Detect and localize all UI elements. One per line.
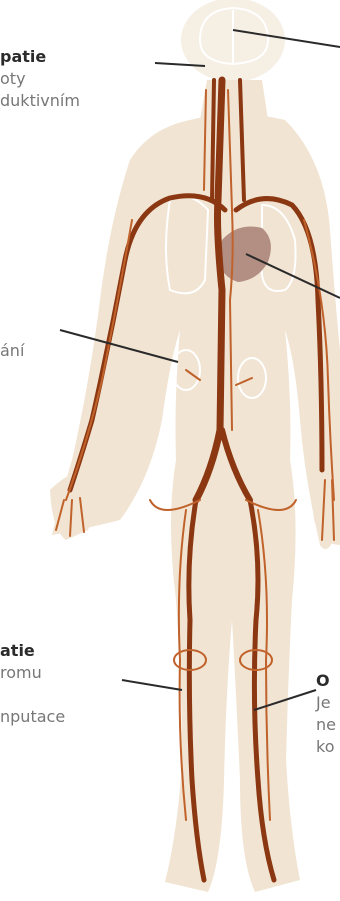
label-bottom-right-line-3: ko: [316, 736, 336, 758]
label-bottom-right-line-2: ne: [316, 714, 336, 736]
label-bottom-left-line-2: [0, 684, 65, 706]
label-top-left: patie oty duktivním: [0, 46, 80, 112]
pointer-left-leg: [122, 680, 182, 690]
label-bottom-left-title: atie: [0, 640, 65, 662]
label-kidney: ání: [0, 340, 24, 362]
label-bottom-left-line-3: nputace: [0, 706, 65, 728]
label-bottom-left-line-1: romu: [0, 662, 65, 684]
label-bottom-left: atie romu nputace: [0, 640, 65, 728]
label-bottom-right-title: O: [316, 670, 336, 692]
label-kidney-line-1: ání: [0, 340, 24, 362]
label-bottom-right: O Je ne ko: [316, 670, 336, 758]
label-bottom-right-line-1: Je: [316, 692, 336, 714]
body-silhouette: [50, 0, 340, 892]
label-top-left-title: patie: [0, 46, 80, 68]
label-top-left-line-2: duktivním: [0, 90, 80, 112]
label-top-left-line-1: oty: [0, 68, 80, 90]
